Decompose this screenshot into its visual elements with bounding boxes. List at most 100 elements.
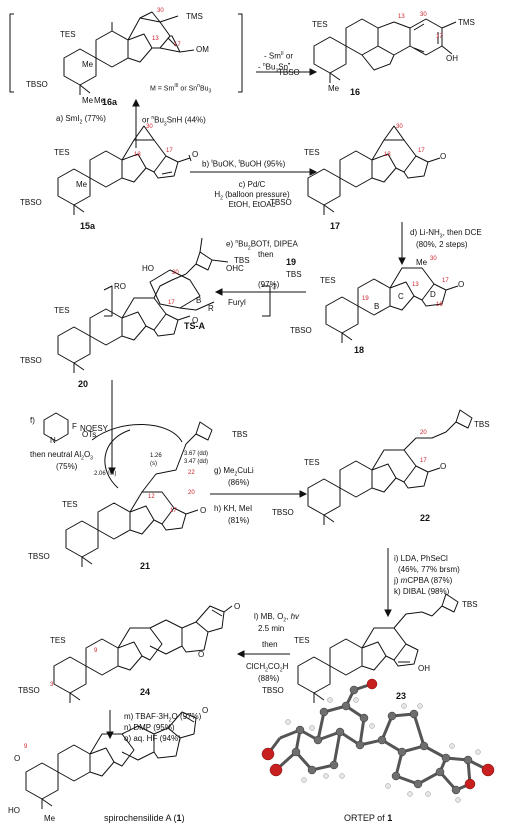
tms-label-16a: TMS (186, 12, 203, 21)
cond-c2: H2 (balloon pressure) (214, 190, 290, 202)
tbs-label-15a: TBSO (20, 198, 42, 207)
tbs-label-23b: TBSO (262, 686, 284, 695)
cond-l3: then (262, 640, 278, 649)
cond-e3: (97%) (258, 280, 280, 289)
cond-e2: then (258, 250, 274, 259)
num-9-24: 9 (94, 648, 98, 654)
tbs-label-20b: TBSO (20, 356, 42, 365)
compound-label-16a: 16a (102, 97, 118, 107)
m-definition: M = SmIII or SnnBu3 (150, 83, 212, 95)
tbs-label-19: TBS (286, 270, 302, 279)
ketone-o-20: O (192, 316, 199, 325)
ketone-o-22: O (440, 462, 447, 471)
furyl-label: Furyl (228, 298, 246, 307)
ring-o-24: O (198, 650, 205, 659)
shift-2: 2.06 (m) (94, 471, 117, 477)
shift-1b: (s) (150, 461, 157, 467)
compound-label-23: 23 (396, 691, 407, 701)
ring-d: D (430, 290, 436, 299)
num-17-18: 17 (442, 278, 449, 284)
compound-label-16: 16 (350, 87, 361, 97)
dagger-label: ‡ (272, 282, 277, 291)
compound-label-15a: 15a (80, 221, 96, 231)
ring-c: C (398, 292, 404, 301)
num-22-21: 22 (188, 470, 195, 476)
tbs-label-22: TBS (474, 420, 490, 429)
compound-label-21: 21 (140, 561, 151, 571)
compound-label-22: 22 (420, 513, 431, 523)
cond-b: b) tBuOK, tBuOH (95%) (202, 159, 286, 169)
noesy-arrow (91, 424, 183, 443)
num-17-21: 17 (170, 508, 177, 514)
structure-22 (307, 409, 473, 525)
om-label: OM (196, 45, 209, 54)
num-13-15a: 13 (134, 152, 141, 158)
lactone-o-24: O (234, 602, 241, 611)
shift-4: 3.47 (dd) (184, 459, 209, 465)
compound-label-1: spirochensilide A (1) (104, 813, 185, 823)
num-9-1: 9 (24, 744, 28, 750)
num-30-16a: 30 (157, 8, 164, 14)
tes-label-22: TES (304, 458, 320, 467)
tbs-label-21b: TBSO (28, 552, 50, 561)
ho-label-1: HO (8, 806, 20, 815)
cond-l4: ClCH2CO2H (246, 662, 289, 674)
me-label-1: Me (44, 814, 56, 823)
structure-16 (313, 18, 457, 83)
cond-k: k) DIBAL (98%) (394, 587, 450, 596)
ohc-label: OHC (226, 264, 244, 273)
num-17-16: 17 (436, 34, 443, 40)
structure-24 (53, 605, 233, 703)
tbs-label-20: TBS (234, 256, 250, 265)
structure-18 (325, 267, 459, 343)
tbs-label-23: TBS (462, 600, 478, 609)
num-12-21: 12 (148, 494, 155, 500)
num-16-18: 16 (436, 302, 443, 308)
compound-label-24: 24 (140, 687, 151, 697)
tbs-label-22b: TBSO (272, 508, 294, 517)
reaction-arrows (106, 68, 406, 740)
shift-1: 1.26 (150, 453, 162, 459)
structure-pyridinium (43, 412, 69, 442)
cond-l2: 2.5 min (258, 624, 285, 633)
tes-label-15a: TES (54, 148, 70, 157)
ketone-o-15a: O (192, 150, 199, 159)
me-label-16: Me (328, 84, 340, 93)
structure-17 (307, 125, 441, 215)
num-30-17: 30 (396, 124, 403, 130)
num-19-18: 19 (362, 296, 369, 302)
compound-label-18: 18 (354, 345, 365, 355)
tes-label-24: TES (50, 636, 66, 645)
cond-c1: c) Pd/C (238, 180, 266, 189)
num-17-22: 17 (420, 458, 427, 464)
f-label: F (72, 422, 77, 431)
tes-label-16a: TES (60, 30, 76, 39)
lactone-o-1: O (202, 706, 209, 715)
tes-label-18: TES (320, 276, 336, 285)
num-30-15a: 30 (146, 124, 153, 130)
ketone-o-17: O (440, 152, 447, 161)
num-30-18: 30 (430, 256, 437, 262)
num-3-24: 3 (50, 682, 54, 688)
me-label-15a: Me (76, 180, 88, 189)
shift-3: 3.67 (dd) (184, 451, 209, 457)
cond-a: a) SmI2 (77%) (56, 114, 106, 126)
tes-label-20: TES (54, 306, 70, 315)
compound-label-19: 19 (286, 257, 297, 267)
tbs-label-21: TBS (232, 430, 248, 439)
cond-h-yield: (81%) (228, 516, 250, 525)
tbs-label-16: TBSO (278, 68, 300, 77)
me-label-18: Me (416, 258, 428, 267)
tbs-label-16a: TBSO (26, 80, 48, 89)
num-20-21: 20 (188, 490, 195, 496)
tes-label-16: TES (312, 20, 328, 29)
cond-top-2: - nBu3Sn• (258, 62, 291, 75)
num-17-17: 17 (418, 148, 425, 154)
ots-label: OTs (82, 430, 97, 439)
cond-d2: (80%, 2 steps) (416, 240, 468, 249)
cond-f2: then neutral Al2O3 (30, 450, 93, 462)
b-label: B (196, 296, 202, 305)
cond-e1: e) nBu2BOTf, DIPEA (226, 239, 298, 252)
ring-b: B (374, 302, 380, 311)
structure-23 (297, 593, 459, 703)
